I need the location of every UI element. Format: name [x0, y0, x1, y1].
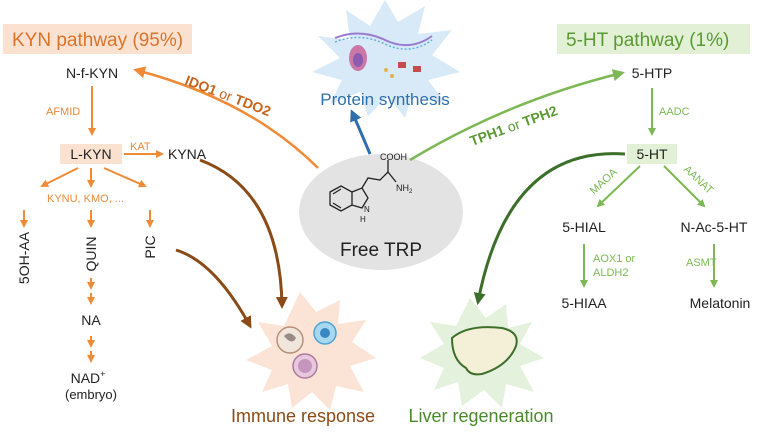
trp-n-label: N	[364, 205, 370, 214]
nfkyn-label: N-f-KYN	[66, 65, 118, 81]
kyn-pathway-title: KYN pathway (95%)	[12, 30, 183, 51]
ido1-tdo2-label: IDO1orTDO2	[183, 72, 273, 119]
5htp-label: 5-HTP	[632, 65, 672, 81]
embryo-label: (embryo)	[65, 387, 117, 402]
5ht-label: 5-HT	[636, 146, 668, 162]
nac-5ht-label: N-Ac-5-HT	[681, 219, 748, 235]
free-trp-ellipse	[299, 154, 463, 270]
trp-nh2-label: NH2	[396, 183, 413, 195]
5hiaa-label: 5-HIAA	[561, 295, 607, 311]
ht-title-box	[557, 24, 750, 54]
arrow-lkyn-right	[103, 167, 147, 188]
kyn-title-box	[3, 24, 192, 54]
trp-cooh-label: COOH	[380, 152, 407, 162]
free-trp-label: Free TRP	[340, 240, 422, 261]
arrow-kyna-to-immune	[199, 158, 288, 309]
aanat-label: AANAT	[681, 163, 716, 196]
arrow-trp-to-protein	[350, 109, 372, 155]
tryptophan-structure-icon	[329, 160, 397, 212]
aldh2-label: ALDH2	[593, 267, 628, 279]
protein-synthesis-label: Protein synthesis	[320, 90, 449, 109]
arrow-5ht-to-liver	[473, 152, 626, 305]
arrow-lkyn-left	[40, 167, 79, 187]
arrow-trp-to-nfkyn	[133, 66, 319, 169]
lkyn-label: L-KYN	[70, 146, 111, 162]
immune-response-label: Immune response	[231, 406, 375, 426]
maoa-label: MAOA	[588, 166, 620, 197]
protein-synthesis-burst	[312, 0, 460, 118]
ribosome-icon	[334, 32, 433, 78]
ht-pathway-title: 5-HT pathway (1%)	[566, 30, 729, 51]
immune-cells-icon	[276, 321, 337, 379]
kat-label: KAT	[130, 141, 151, 153]
immune-response-burst	[246, 292, 376, 410]
afmid-label: AFMID	[46, 106, 80, 118]
arrow-5ht-to-5hial	[596, 165, 641, 208]
arrow-trp-to-5htp	[409, 69, 625, 162]
5ht-box	[627, 144, 677, 164]
quin-label: QUIN	[83, 237, 99, 272]
5hial-label: 5-HIAL	[562, 219, 606, 235]
aox1-label: AOX1 or	[593, 253, 636, 265]
liver-regeneration-label: Liver regeneration	[408, 406, 553, 426]
asmt-label: ASMT	[686, 257, 717, 269]
arrow-5ht-to-nac	[663, 165, 706, 208]
liver-icon	[450, 326, 518, 376]
trp-h-label: H	[360, 215, 366, 224]
kynu-kmo-label: KYNU, KMO, ...	[47, 193, 124, 205]
kyna-label: KYNA	[168, 146, 207, 162]
arrow-pic-to-immune	[175, 248, 252, 329]
na-label: NA	[81, 312, 101, 328]
pic-label: PIC	[142, 235, 158, 258]
nad-label: NAD+	[71, 369, 106, 386]
lkyn-box	[60, 144, 122, 164]
melatonin-label: Melatonin	[690, 295, 751, 311]
5ohaa-label: 5OH-AA	[16, 231, 32, 284]
aadc-label: AADC	[659, 106, 690, 118]
